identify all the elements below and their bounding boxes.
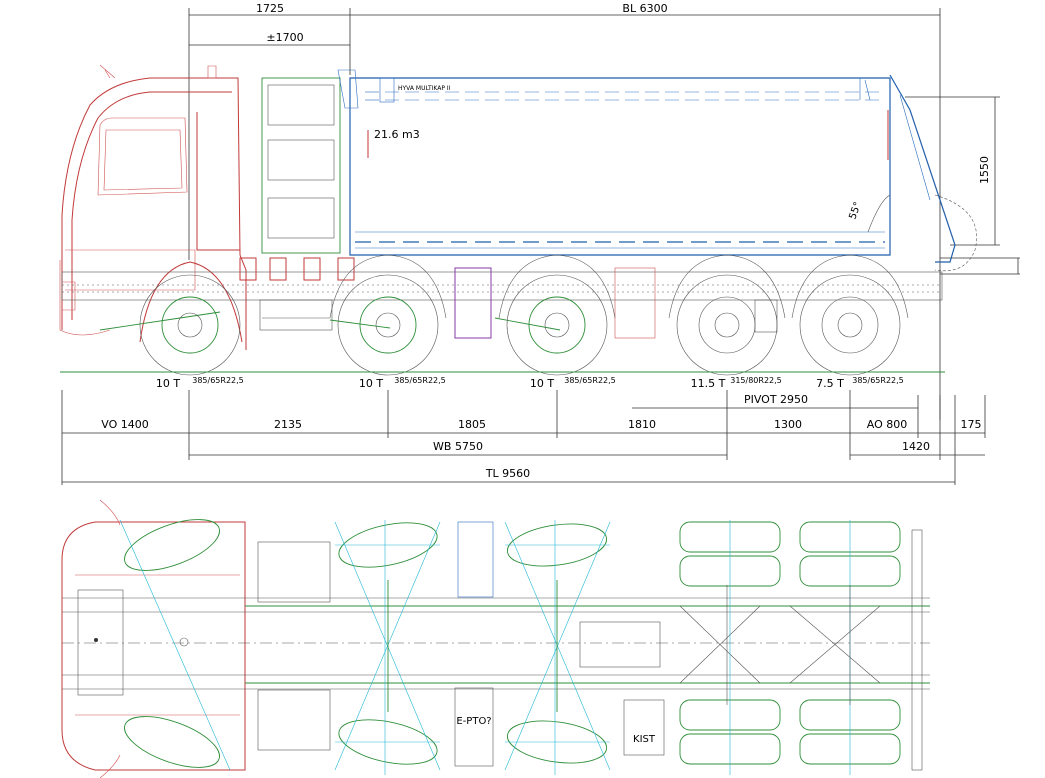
dim-cab-length: 1725 <box>256 2 284 15</box>
dim-rear-overhang: AO 800 <box>867 418 907 431</box>
dim-axle-spacing-1: 2135 <box>274 418 302 431</box>
axle-5-tire: 385/65R22,5 <box>852 376 904 385</box>
dim-axle-spacing-4: 1300 <box>774 418 802 431</box>
dim-rear-extension: 175 <box>961 418 982 431</box>
wheel-axle-3 <box>498 254 616 376</box>
dim-axle-spacing-3: 1810 <box>628 418 656 431</box>
dim-rear-offset: 1420 <box>902 440 930 453</box>
height-dimension: 1550 <box>905 96 1020 275</box>
wheel-axle-4 <box>668 254 786 376</box>
dim-body-height: 1550 <box>978 156 991 184</box>
tool-box-label: KIST <box>633 734 656 745</box>
plan-wheels <box>119 519 901 775</box>
axle-4-load: 11.5 T <box>691 377 726 390</box>
chassis-side <box>61 257 943 339</box>
body-brand-label: HYVA MULTIKAP II <box>398 85 451 92</box>
tip-angle: 55° <box>847 201 863 221</box>
dim-total-length: TL 9560 <box>485 467 530 480</box>
dim-front-overhang: VO 1400 <box>101 418 148 431</box>
bottom-dimensions: PIVOT 2950 VO 1400 2135 1805 1810 1300 A… <box>61 390 986 485</box>
axle-2-load: 10 T <box>359 377 383 390</box>
dim-wheelbase: WB 5750 <box>433 440 483 453</box>
dim-axle-spacing-2: 1805 <box>458 418 486 431</box>
axle-5-load: 7.5 T <box>816 377 844 390</box>
cab-side <box>59 64 247 350</box>
tank-label: E-PTO? <box>456 716 491 727</box>
dim-pivot: PIVOT 2950 <box>744 393 808 406</box>
wheel-axle-5 <box>791 254 909 376</box>
dim-cab-tolerance: ±1700 <box>266 31 303 44</box>
body-volume: 21.6 m3 <box>374 128 420 141</box>
wheel-axle-1 <box>139 274 241 376</box>
tank-bottom <box>454 687 494 767</box>
plan-view: E-PTO? KIST <box>61 499 930 778</box>
tool-box <box>623 699 665 756</box>
axle-2-tire: 385/65R22,5 <box>394 376 446 385</box>
tipper-body: HYVA MULTIKAP II 21.6 m3 55° <box>349 74 977 272</box>
cab-plan <box>61 499 246 778</box>
axle-1-tire: 385/65R22,5 <box>192 376 244 385</box>
axle-1-load: 10 T <box>156 377 180 390</box>
wheel-axle-2 <box>329 254 447 376</box>
top-dimensions: 1725 ±1700 BL 6300 <box>188 2 941 420</box>
axle-4-tire: 315/80R22,5 <box>730 376 782 385</box>
axle-3-load: 10 T <box>530 377 554 390</box>
tank-top <box>457 521 494 598</box>
axle-3-tire: 385/65R22,5 <box>564 376 616 385</box>
equipment-side <box>259 69 359 331</box>
axle-labels: 10 T 385/65R22,5 10 T 385/65R22,5 10 T 3… <box>156 376 904 390</box>
wheels-side <box>139 254 909 376</box>
dim-body-length: BL 6300 <box>622 2 667 15</box>
